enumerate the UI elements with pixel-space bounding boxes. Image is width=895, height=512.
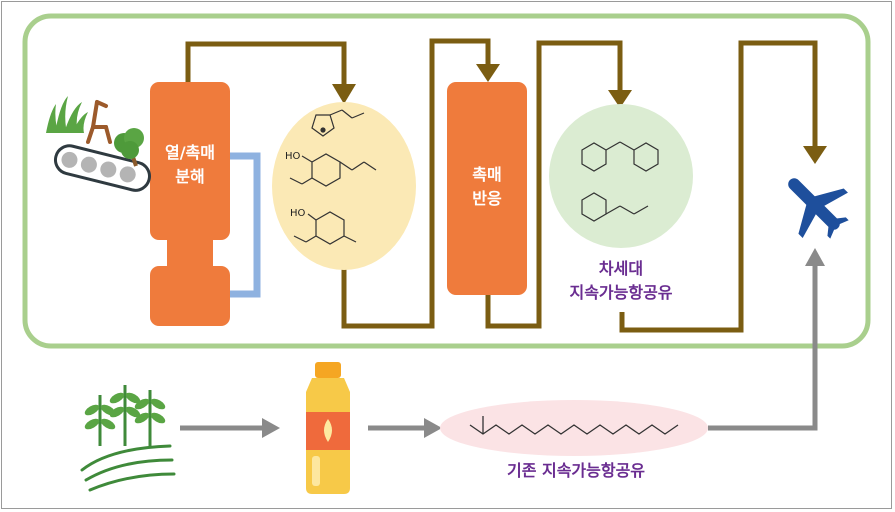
- catalytic-reactor: [447, 82, 527, 295]
- conventional-path-arrows: [180, 265, 818, 431]
- eugenol-hydroxyl-label: HO: [285, 151, 301, 162]
- next-gen-saf-label-line1: 차세대: [599, 259, 643, 278]
- conventional-saf-ellipse: [440, 400, 708, 456]
- brown-pipe-network: [185, 38, 818, 333]
- thermal-catalytic-reactor: [150, 82, 230, 326]
- reactor2-label-line1: 촉매: [472, 165, 501, 184]
- furfural-structure: [311, 109, 365, 137]
- brown-arrowheads: [332, 64, 827, 164]
- next-gen-process-region: [22, 13, 871, 349]
- reactor1-label-line1: 열/촉매: [165, 143, 215, 162]
- chair-icon: [86, 100, 112, 144]
- reactor2-label-line2: 반응: [472, 189, 502, 208]
- propylcyclohexane-structure: [581, 192, 649, 222]
- tree-icon: [114, 128, 144, 167]
- reactor1-label-line2: 분해: [175, 167, 204, 186]
- biomass-conveyor-icon: [53, 144, 151, 192]
- alkane-chain-structure: [469, 424, 679, 435]
- next-gen-saf-label-line2: 지속가능항공유: [569, 283, 672, 302]
- oil-bottle-icon: [306, 362, 350, 494]
- dicyclohexylmethane-structure: [581, 141, 659, 172]
- blue-return-pipe: [230, 152, 261, 298]
- airplane-icon: [788, 178, 849, 239]
- next-gen-saf-circle: [549, 104, 693, 248]
- conventional-path-arrowheads: [262, 248, 825, 438]
- intermediates-circle: [272, 102, 416, 270]
- grass-icon: [46, 96, 88, 133]
- methyl-guaiacol-structure: [293, 211, 357, 245]
- conventional-saf-label: 기존 지속가능항공유: [507, 461, 645, 480]
- eugenol-structure: [289, 153, 377, 187]
- methyl-guaiacol-hydroxyl-label: HO: [290, 208, 306, 219]
- crop-field-icon: [80, 385, 176, 492]
